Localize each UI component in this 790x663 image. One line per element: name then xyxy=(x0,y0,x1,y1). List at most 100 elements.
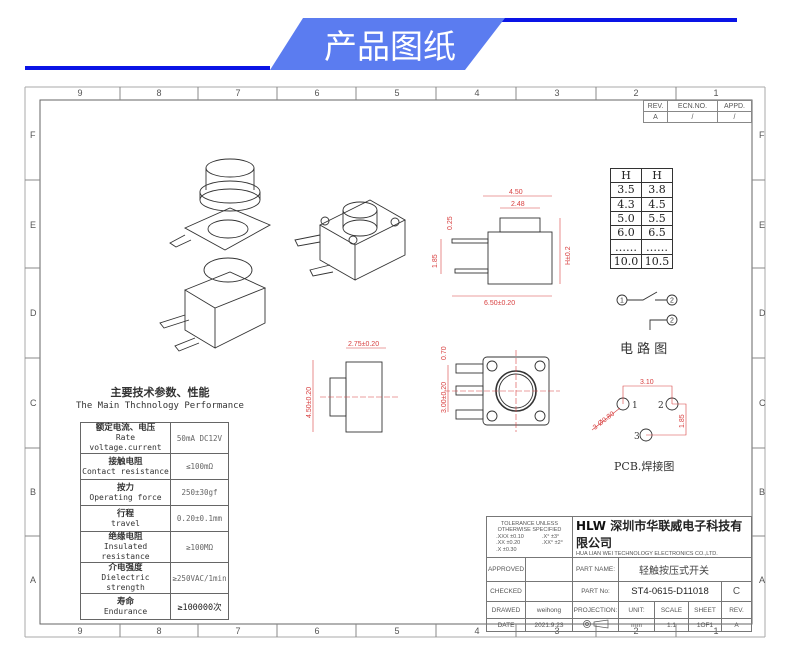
row-letter: C xyxy=(759,398,766,408)
date-label: DATE xyxy=(486,618,526,632)
row-letter: F xyxy=(30,130,36,140)
spec-value: 250±30gf xyxy=(170,479,229,506)
drawed-label: DRAWED xyxy=(486,601,526,619)
drawer-name: weihong xyxy=(525,601,573,619)
spec-value: 0.20±0.1mm xyxy=(170,505,229,532)
h-cell: 3.8 xyxy=(641,182,673,198)
spec-value: 50mA DC12V xyxy=(170,422,229,454)
row-letter: C xyxy=(30,398,37,408)
dim-height: H±0.2 xyxy=(565,246,572,265)
h-header: H xyxy=(641,167,673,184)
column-number: 2 xyxy=(633,88,639,98)
dim-pcb-hole: 3-Ø0.80 xyxy=(592,410,616,431)
tolerance-value: .X ±0.30 xyxy=(496,546,517,553)
spec-name-cn: 按力 xyxy=(116,482,134,493)
approved-label: APPROVED xyxy=(486,557,526,582)
column-number: 4 xyxy=(474,626,480,636)
company-name-en: HUA LIAN WEI TECHNOLOGY ELECTRONICS CO.,… xyxy=(576,551,718,557)
circuit-node: 2 xyxy=(670,298,674,305)
page-title: 产品图纸 xyxy=(324,27,456,66)
spec-name-en: Insulated resistance xyxy=(101,542,150,561)
row-letter: A xyxy=(759,575,766,585)
spec-name-cn: 行程 xyxy=(116,508,134,519)
unit-value: mm xyxy=(618,618,655,632)
column-number: 1 xyxy=(713,88,719,98)
row-letter: D xyxy=(30,308,37,318)
tolerance-value: .X° ±3° xyxy=(542,533,560,540)
column-number: 8 xyxy=(156,88,162,98)
dim-side-height: 4.50±0.20 xyxy=(306,387,313,418)
row-letter: F xyxy=(759,130,765,140)
dim-pcb-spacing: 3.10 xyxy=(640,379,654,386)
dim-pitch: 3.00±0.20 xyxy=(441,382,448,413)
projection-label: PROJECTION: xyxy=(572,601,619,619)
h-cell: 4.5 xyxy=(641,196,673,212)
pcb-pin-label: 1 xyxy=(632,401,638,411)
dim-depth: 2.75±0.20 xyxy=(348,341,379,348)
column-number: 6 xyxy=(314,626,320,636)
projection-symbol-icon xyxy=(572,618,619,632)
spec-name-en: Dielectric strength xyxy=(101,573,150,592)
column-number: 3 xyxy=(554,88,560,98)
column-number: 9 xyxy=(77,626,83,636)
h-cell: 10.5 xyxy=(641,253,673,270)
row-letter: B xyxy=(30,487,37,497)
part-no-label: PART No: xyxy=(572,581,619,602)
company-logo: HLW xyxy=(576,519,606,533)
spec-name-en: Contact resistance xyxy=(82,466,169,476)
tolerance-value: .XXX ±0.10 xyxy=(496,533,524,540)
front-view xyxy=(440,195,561,297)
spec-value: ≥250VAC/1min xyxy=(170,562,229,594)
column-number: 6 xyxy=(314,88,320,98)
tolerance-value: .XX ±0.20 xyxy=(496,540,521,547)
h-cell: 5.0 xyxy=(610,210,642,227)
side-view xyxy=(312,347,400,433)
company-name-cn: 深圳市华联威电子科技有限公司 xyxy=(576,519,743,550)
tolerance-value: .XX° ±2° xyxy=(542,540,563,547)
spec-name-cn: 绝缘电阻 xyxy=(108,532,143,542)
scale-value: 1:1 xyxy=(654,618,689,632)
h-cell: …… xyxy=(610,239,642,255)
dim-width: 4.50 xyxy=(509,189,523,196)
dim-pin-height: 1.85 xyxy=(432,254,439,268)
spec-name-cn: 寿命 xyxy=(116,596,134,607)
dim-total: 6.50±0.20 xyxy=(484,300,515,307)
column-number: 7 xyxy=(235,626,241,636)
top-view xyxy=(444,350,560,432)
spec-name-en: travel xyxy=(111,518,140,528)
checked-label: CHECKED xyxy=(486,581,526,602)
h-cell: 5.5 xyxy=(641,210,673,227)
specs-title-cn: 主要技术参数、性能 xyxy=(110,386,210,399)
unit-label: UNIT: xyxy=(618,601,655,619)
circuit-title: 电 路 图 xyxy=(620,342,668,357)
row-letter: E xyxy=(759,220,766,230)
part-name: 轻触按压式开关 xyxy=(618,557,752,582)
circuit-node: 2 xyxy=(670,318,674,325)
row-letter: D xyxy=(759,308,766,318)
pcb-layout xyxy=(591,385,687,442)
circuit-node: 1 xyxy=(620,298,624,305)
dim-cap: 2.48 xyxy=(511,201,525,208)
rev-value: A xyxy=(721,618,752,632)
rev-label: REV. xyxy=(721,601,752,619)
spec-name-cn: 额定电流、电压 xyxy=(95,423,156,433)
spec-value: ≥100000次 xyxy=(170,593,229,620)
sheet-label: SHEET xyxy=(688,601,722,619)
pcb-pin-label: 3 xyxy=(634,432,640,442)
scale-label: SCALE xyxy=(654,601,689,619)
part-number: ST4-0615-D11018 xyxy=(618,581,722,602)
specs-title-en: The Main Thchnology Performance xyxy=(76,401,244,411)
pcb-title: PCB.焊接图 xyxy=(614,460,675,473)
row-letter: A xyxy=(30,575,37,585)
dim-pcb-offset: 1.85 xyxy=(679,414,686,428)
row-letter: B xyxy=(759,487,766,497)
column-number: 7 xyxy=(235,88,241,98)
assembled-3d-view xyxy=(294,199,406,281)
column-number: 8 xyxy=(156,626,162,636)
column-number: 9 xyxy=(77,88,83,98)
h-cell: 10.0 xyxy=(610,253,642,270)
